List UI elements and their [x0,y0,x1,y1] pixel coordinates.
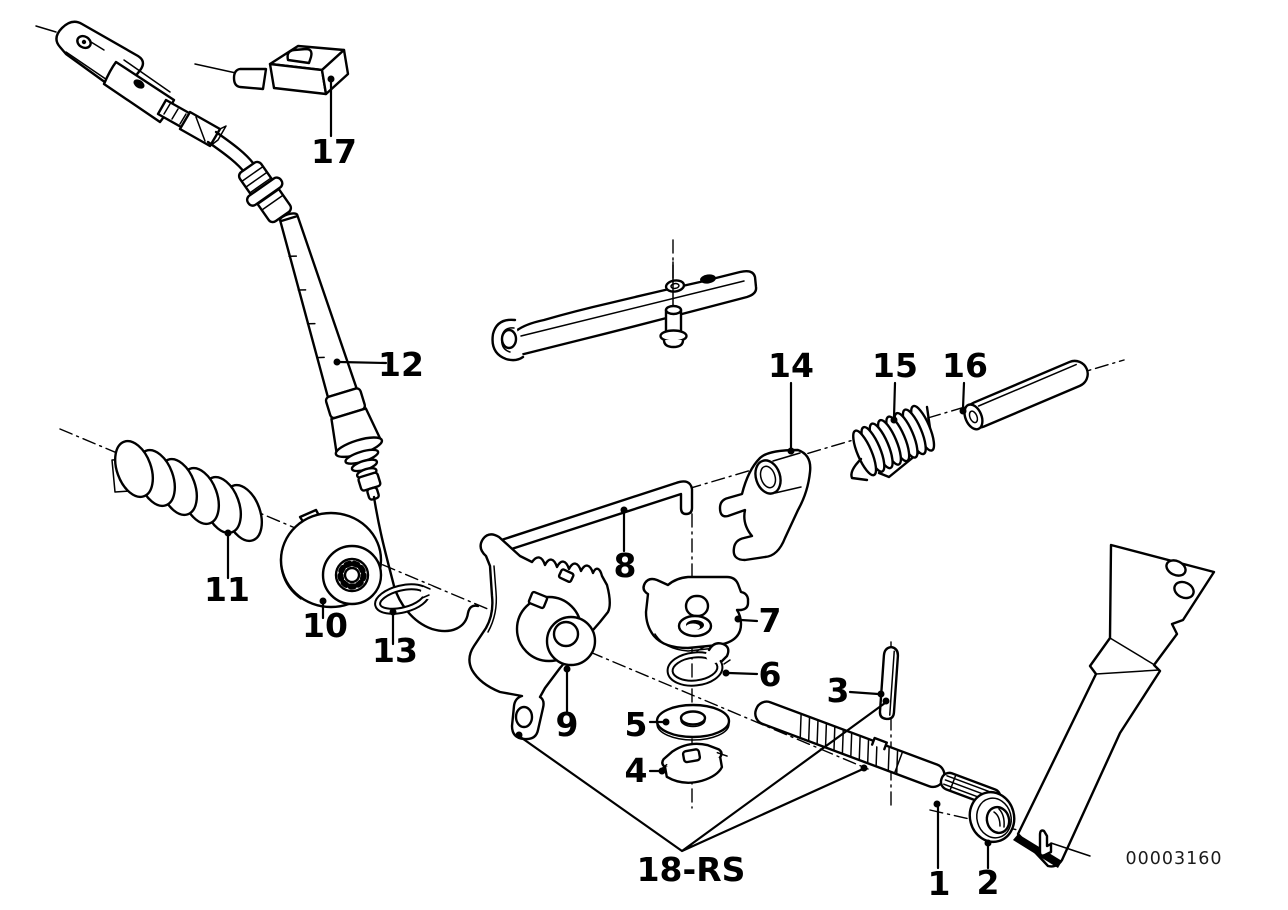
callout-labels: 17 12 14 15 16 11 10 13 8 7 6 9 5 4 3 1 … [204,132,1222,903]
axis-lines [35,25,1125,837]
part-14-lever [718,448,812,562]
leader-3 [848,690,885,698]
part-16-rod [963,359,1089,431]
callout-15: 15 [872,346,918,385]
part-2-grommet [968,790,1016,844]
part-3-pin [878,645,900,721]
callout-6: 6 [759,655,782,694]
callout-3: 3 [827,671,850,710]
leader-12 [333,358,388,366]
part-15-spring [850,404,936,482]
leader-11 [224,529,232,580]
part-13-ring [374,583,435,615]
part-8-rod [484,480,694,557]
callout-10: 10 [302,606,348,645]
part-5-washer [655,703,731,741]
leader-14 [787,381,795,455]
leader-6 [722,669,759,677]
part-10-hub [279,508,383,609]
leader-4 [648,767,666,775]
part-9-bushing [515,590,597,667]
shift-shaft [754,700,1002,808]
callout-12: 12 [378,345,424,384]
callout-17: 17 [311,132,357,171]
callout-16: 16 [942,346,988,385]
leader-15 [890,381,898,424]
diagram-id-code: 00003160 [1125,849,1222,869]
leader-lines [224,75,992,870]
bracket [1013,543,1216,868]
callout-9: 9 [556,705,579,744]
leader-9 [563,665,571,714]
leader-13 [389,608,397,646]
leader-18rs [515,697,890,853]
part-7-cam [642,575,750,652]
leader-1 [933,800,941,870]
callout-11: 11 [204,570,250,609]
part-4-clip [657,742,728,784]
callout-2: 2 [977,863,1000,902]
pin-notch [870,736,888,751]
part-6-clip [666,642,731,687]
callout-8: 8 [614,546,637,585]
callout-13: 13 [372,631,418,670]
part-17-block [232,44,350,96]
sector-plate [468,533,611,741]
cable-inner-wire [372,495,480,633]
leader-2 [984,839,992,870]
leader-10 [319,597,327,620]
callout-18rs: 18-RS [637,850,746,889]
callout-1: 1 [928,864,951,903]
lever-rivet [659,261,688,349]
leader-16 [959,381,967,415]
leader-17 [327,75,335,138]
leader-7 [734,615,759,623]
bracket-clip [1038,829,1053,857]
callout-5: 5 [625,705,648,744]
callout-4: 4 [625,751,648,790]
selector-cable-assembly [55,20,480,633]
callout-7: 7 [759,601,782,640]
callout-14: 14 [768,346,814,385]
part-11-spring [111,439,264,543]
spring-leg-left [850,457,869,482]
leader-8 [620,506,628,553]
leader-5 [648,718,670,726]
selector-lever [491,261,758,362]
